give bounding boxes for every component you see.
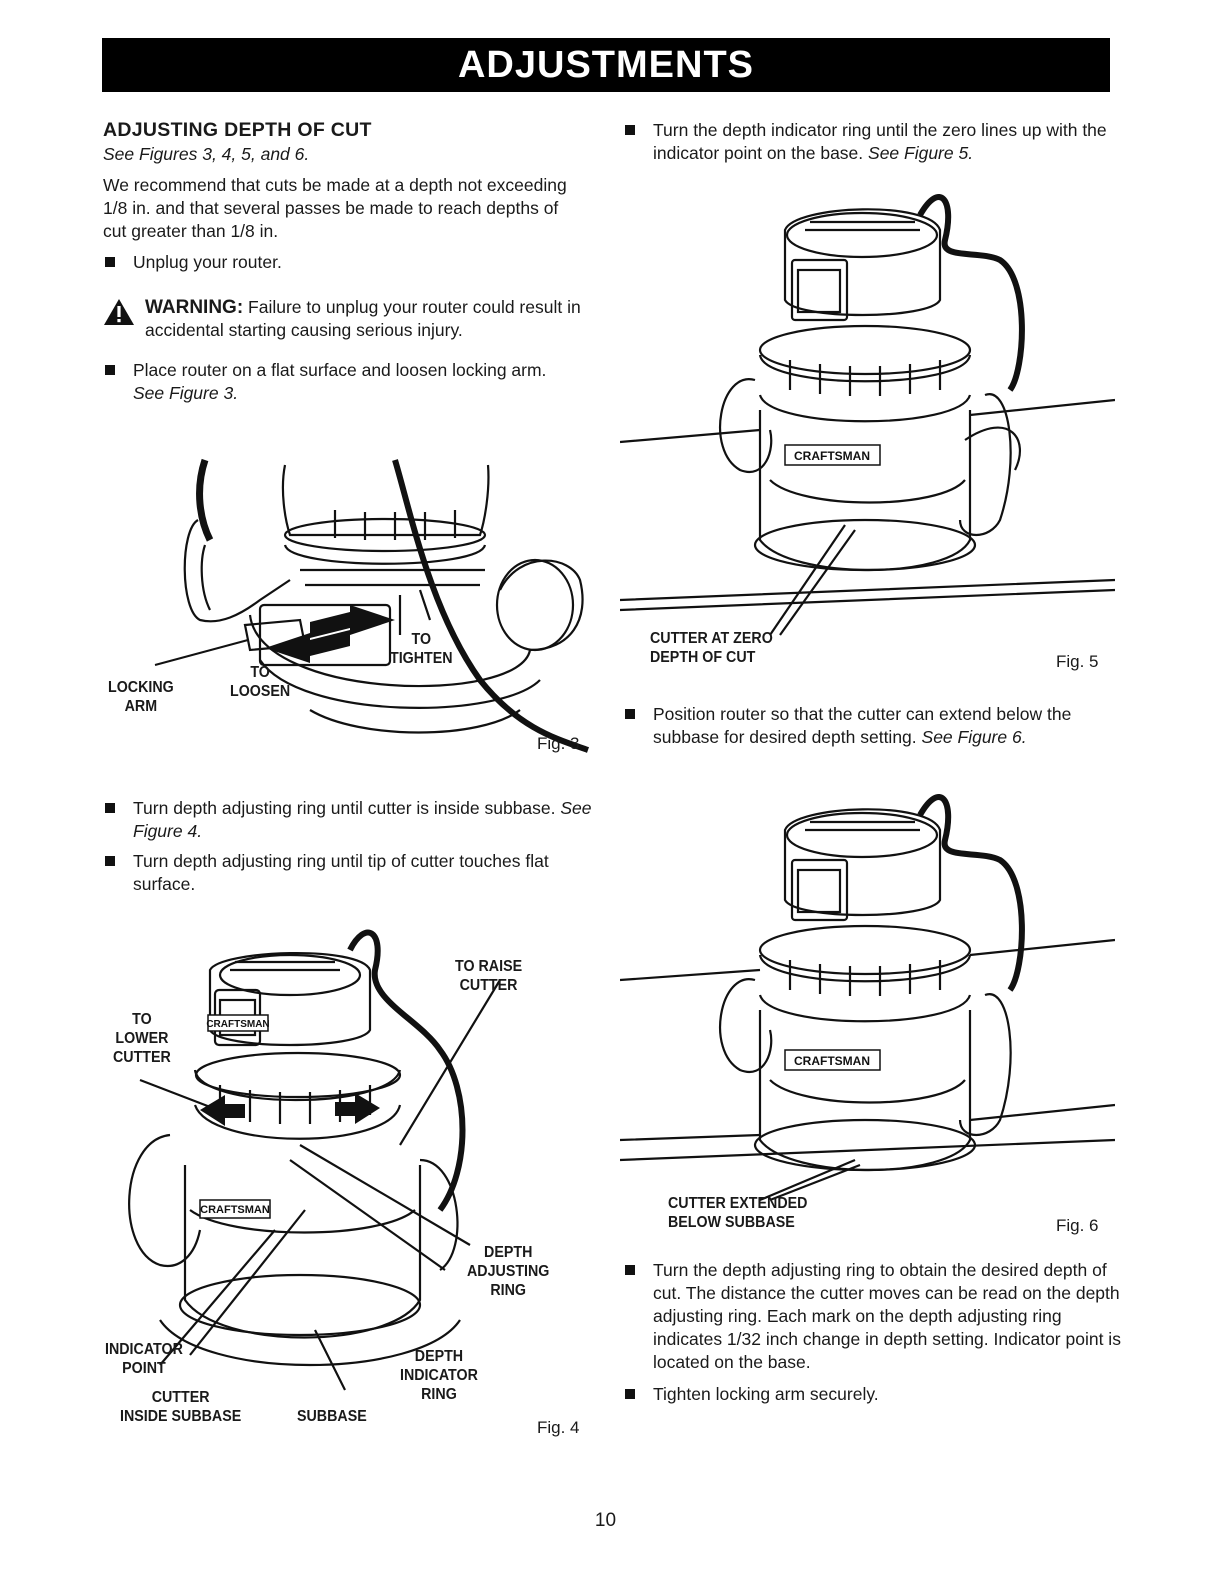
right-column-middle: Position router so that the cutter can e… [623, 703, 1113, 749]
bullet-position-ref: See Figure 6. [921, 727, 1027, 747]
router-extended-illustration: CRAFTSMAN [620, 794, 1115, 1202]
bullet-depth-ring-text: Turn the depth adjusting ring to obtain … [653, 1260, 1121, 1372]
right-column-top: Turn the depth indicator ring until the … [623, 119, 1113, 165]
label-depth-adjusting-ring: DEPTH ADJUSTING RING [467, 1244, 550, 1299]
bullet-unplug-text: Unplug your router. [133, 252, 282, 272]
fig-4-number: Fig. 4 [537, 1418, 580, 1437]
section-heading: ADJUSTING DEPTH OF CUT [103, 119, 372, 141]
bullet-place-ref: See Figure 3. [133, 383, 239, 403]
brand-badge-fig4b: CRAFTSMAN [200, 1204, 270, 1216]
fig-5-number: Fig. 5 [1056, 652, 1099, 671]
label-subbase: SUBBASE [297, 1408, 367, 1425]
warning-block: WARNING: Failure to unplug your router c… [103, 296, 585, 342]
bullet-turn-inside-ref: See Figure 4. [133, 798, 592, 841]
brand-badge-fig6: CRAFTSMAN [794, 1054, 870, 1068]
bullet-tighten-arm: Tighten locking arm securely. [623, 1383, 1113, 1406]
bullet-position-router: Position router so that the cutter can e… [623, 703, 1128, 749]
bullet-zero-line: Turn the depth indicator ring until the … [623, 119, 1123, 165]
router-locking-arm-illustration [154, 458, 590, 753]
bullet-unplug: Unplug your router. [103, 251, 588, 274]
left-column-middle: Turn depth adjusting ring until cutter i… [103, 797, 592, 896]
right-column-bottom: Turn the depth adjusting ring to obtain … [623, 1259, 1121, 1406]
page-number: 10 [594, 1510, 617, 1531]
brand-badge-fig4a: CRAFTSMAN [206, 1019, 269, 1030]
label-to-tighten: TO TIGHTEN [390, 631, 453, 667]
warning-label: WARNING: [145, 297, 244, 318]
page-banner: ADJUSTMENTS [102, 38, 1110, 92]
bullet-place-router: Place router on a flat surface and loose… [103, 359, 573, 405]
fig-6-number: Fig. 6 [1056, 1216, 1099, 1235]
brand-badge-fig5: CRAFTSMAN [794, 449, 870, 463]
bullet-turn-touch: Turn depth adjusting ring until tip of c… [103, 850, 603, 896]
label-to-lower-cutter: TO LOWER CUTTER [113, 1011, 171, 1066]
bullet-tighten-text: Tighten locking arm securely. [653, 1384, 879, 1404]
bullet-turn-inside: Turn depth adjusting ring until cutter i… [103, 797, 593, 843]
warning-triangle-icon [104, 299, 134, 325]
fig-3-number: Fig. 3 [537, 734, 580, 753]
router-at-zero-illustration: CRAFTSMAN [620, 194, 1115, 636]
see-figures-note: See Figures 3, 4, 5, and 6. [103, 144, 310, 164]
label-locking-arm: LOCKING ARM [108, 679, 174, 715]
banner-title: ADJUSTMENTS [457, 43, 755, 86]
bullet-turn-touch-text: Turn depth adjusting ring until tip of c… [133, 851, 549, 894]
bullet-place-text: Place router on a flat surface and loose… [133, 360, 547, 380]
label-cutter-extended: CUTTER EXTENDED BELOW SUBBASE [668, 1195, 808, 1231]
label-cutter-inside-subbase: CUTTER INSIDE SUBBASE [120, 1389, 242, 1425]
bullet-turn-inside-text: Turn depth adjusting ring until cutter i… [133, 798, 561, 818]
left-column-top: ADJUSTING DEPTH OF CUT See Figures 3, 4,… [103, 119, 588, 405]
figure-3: LOCKING ARM TO LOOSEN TO TIGHTEN [100, 450, 600, 770]
figure-5: CRAFTSMAN CUTTER AT ZERO DEPTH OF CUT [620, 180, 1115, 666]
label-indicator-point: INDICATOR POINT [105, 1341, 183, 1377]
warning-text: Failure to unplug your router could resu… [145, 297, 581, 340]
label-to-loosen: TO LOOSEN [230, 664, 291, 700]
bullet-zero-ref: See Figure 5. [868, 143, 974, 163]
label-cutter-at-zero: CUTTER AT ZERO DEPTH OF CUT [650, 630, 773, 666]
label-to-raise-cutter: TO RAISE CUTTER [455, 958, 523, 994]
figure-6: CRAFTSMAN CUTTER EXTENDED BELOW SUBBASE [620, 780, 1115, 1231]
bullet-position-text: Position router so that the cutter can e… [653, 704, 1072, 747]
figure-4: CRAFTSMAN CRAFTSMAN TO LOWER CUTTER TO R… [100, 910, 600, 1430]
bullet-zero-text: Turn the depth indicator ring until the … [653, 120, 1107, 163]
intro-paragraph: We recommend that cuts be made at a dept… [103, 175, 567, 241]
label-depth-indicator-ring: DEPTH INDICATOR RING [400, 1348, 478, 1403]
router-depth-ring-illustration: CRAFTSMAN CRAFTSMAN [128, 929, 501, 1391]
bullet-depth-ring: Turn the depth adjusting ring to obtain … [623, 1259, 1133, 1374]
